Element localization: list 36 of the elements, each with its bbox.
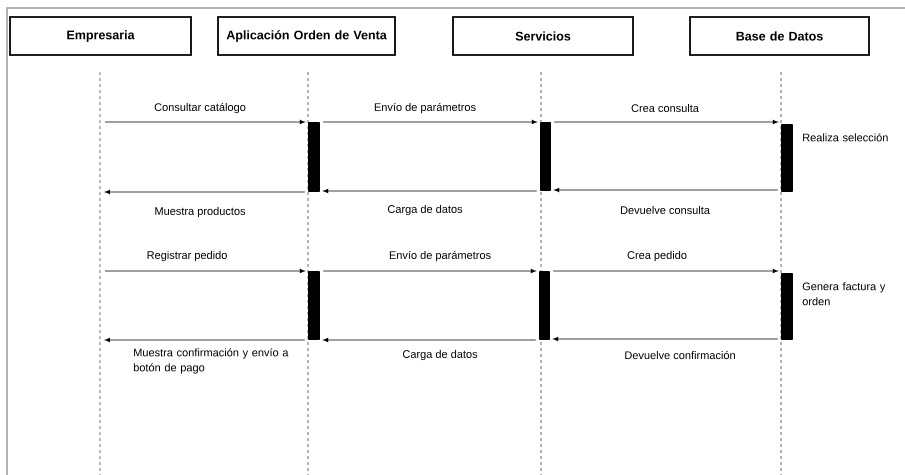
edge-label: Envío de parámetros xyxy=(388,250,492,262)
edge-label: Envío de parámetros xyxy=(372,102,478,114)
message-arrow xyxy=(322,268,536,274)
note-text: Realiza selección xyxy=(803,133,888,142)
participant-box: Base de Datos xyxy=(689,16,870,56)
message-arrow xyxy=(104,338,306,342)
activation-bar xyxy=(540,122,551,191)
message-arrow xyxy=(322,120,537,124)
message-arrow xyxy=(552,268,778,274)
activation-bar xyxy=(781,124,793,192)
participant-box: Aplicación Orden de Venta xyxy=(217,16,396,56)
message-arrow xyxy=(554,120,778,124)
edge-label: Registrar pedido xyxy=(146,250,228,262)
message-arrow xyxy=(323,188,538,194)
activation-bar xyxy=(308,122,320,192)
message-arrow xyxy=(323,338,536,342)
activation-bar xyxy=(781,273,793,340)
participant-box: Empresaria xyxy=(9,16,192,56)
edge-label: Consultar catálogo xyxy=(153,102,247,114)
message-arrow xyxy=(104,190,306,194)
edge-label: Carga de datos xyxy=(386,204,464,216)
activation-bar xyxy=(539,271,550,340)
edge-label: Devuelve confirmación xyxy=(623,350,737,360)
message-arrow xyxy=(104,120,305,124)
message-arrow xyxy=(554,188,778,192)
edge-label: Crea pedido xyxy=(626,250,688,262)
edge-label: Devuelve consulta xyxy=(619,204,711,216)
note-text: Genera factura y orden xyxy=(802,282,886,306)
edge-label: Carga de datos xyxy=(401,348,479,362)
edge-label: Muestra confirmación y envío a botón de pago xyxy=(132,347,294,375)
message-arrow xyxy=(553,336,778,342)
edge-label: Muestra productos xyxy=(153,206,247,218)
edge-label: Crea consulta xyxy=(630,102,700,114)
activation-bar xyxy=(308,271,320,340)
participant-box: Servicios xyxy=(452,16,634,56)
message-arrow xyxy=(104,268,305,274)
